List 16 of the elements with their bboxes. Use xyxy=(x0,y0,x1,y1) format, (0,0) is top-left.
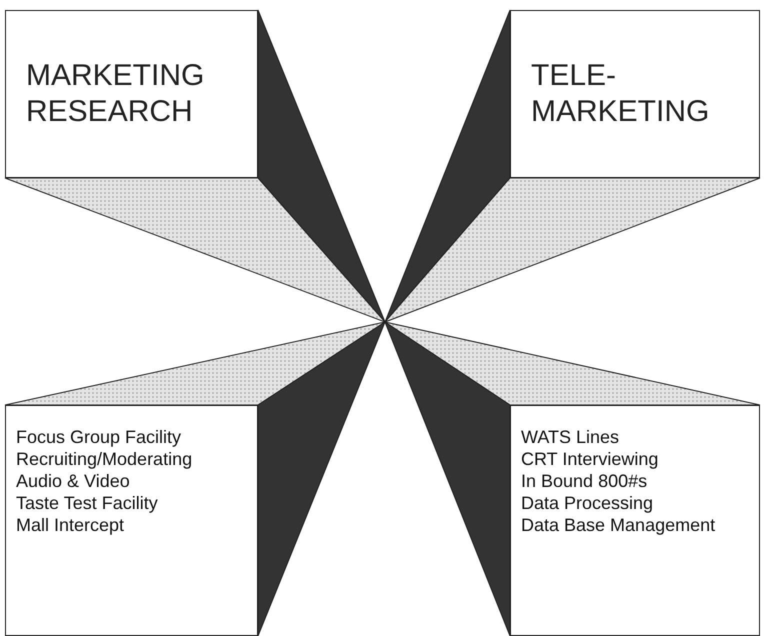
service-item: Focus Group Facility xyxy=(16,426,182,448)
service-item: In Bound 800#s xyxy=(521,470,648,492)
service-list-box xyxy=(510,405,760,636)
service-item: Recruiting/Moderating xyxy=(16,448,194,470)
service-item: Audio & Video xyxy=(16,470,131,492)
category-title: MARKETING RESEARCH xyxy=(26,58,206,130)
category-title: TELE- MARKETING xyxy=(531,58,710,130)
service-item: Data Base Management xyxy=(521,514,716,536)
category-box xyxy=(5,10,258,178)
service-item: Taste Test Facility xyxy=(16,492,159,514)
service-item: Mall Intercept xyxy=(16,514,126,536)
service-item: WATS Lines xyxy=(521,426,620,448)
service-item: CRT Interviewing xyxy=(521,448,660,470)
category-box xyxy=(510,10,760,178)
service-item: Data Processing xyxy=(521,492,654,514)
service-list-box xyxy=(5,405,258,636)
